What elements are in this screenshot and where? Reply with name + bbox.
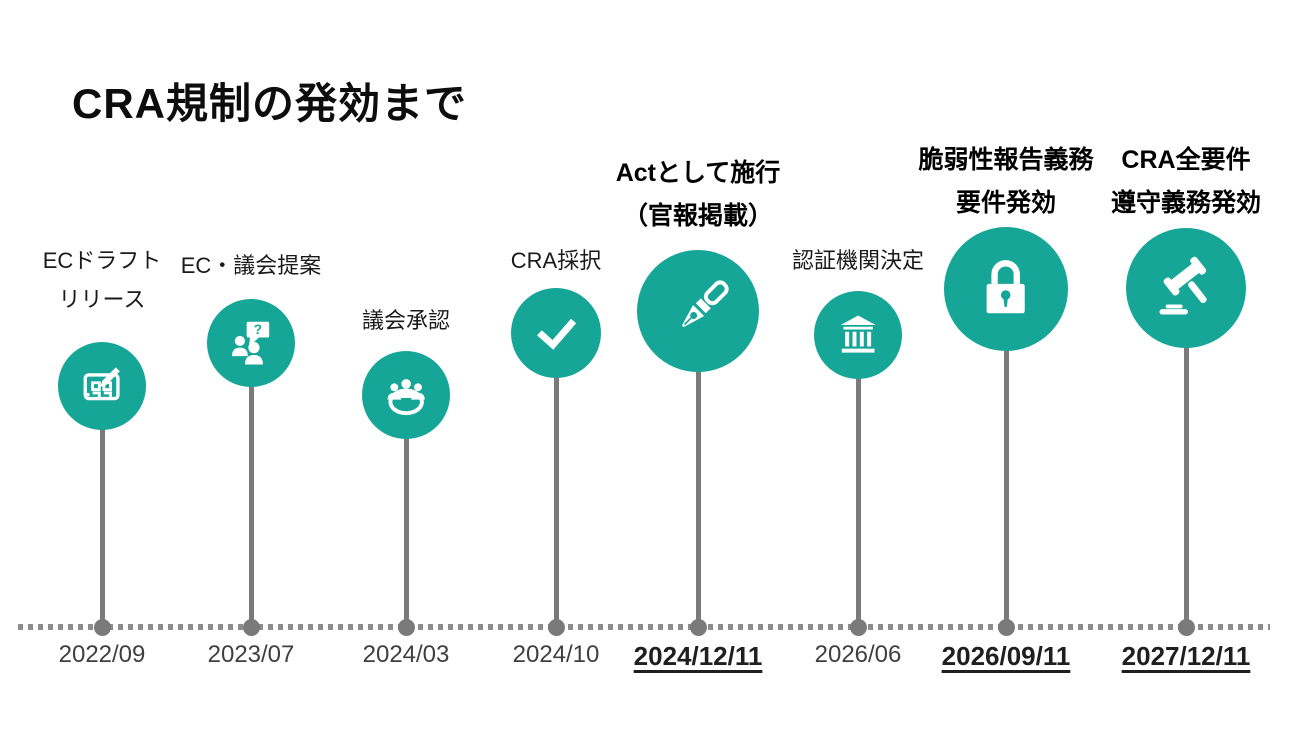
milestone-stem: [695, 368, 701, 627]
milestone-date: 2026/09/11: [941, 641, 1071, 671]
milestone-label-line: 議会承認: [361, 308, 451, 333]
milestone-date: 2024/03: [362, 641, 450, 668]
milestone-label: ECドラフトリリース: [43, 241, 162, 319]
milestone-label-line: 脆弱性報告義務: [918, 146, 1094, 174]
milestone-label: 脆弱性報告義務要件発効: [918, 139, 1093, 225]
gavel-icon: [1126, 228, 1246, 348]
milestone-circle: [814, 291, 902, 379]
milestone-label: 認証機関決定: [792, 241, 924, 280]
meeting-icon: [362, 351, 450, 439]
milestone-circle: [58, 342, 146, 430]
milestone-stem: [99, 426, 105, 627]
milestone-stem: [403, 435, 409, 627]
milestone-label: CRA採択: [511, 241, 601, 280]
milestone-date: 2022/09: [58, 641, 146, 668]
svg-text:?: ?: [254, 322, 262, 337]
milestone-circle: ?: [207, 299, 295, 387]
milestone-circle: [1126, 228, 1246, 348]
milestone-label-line: CRA全要件: [1121, 146, 1251, 174]
milestone-node-dot: [689, 618, 707, 636]
milestone-circle: [511, 288, 601, 378]
page-title: CRA規制の発効まで: [72, 80, 467, 127]
milestone-circle: [637, 250, 759, 372]
milestone-label-line: 遵守義務発効: [1110, 189, 1262, 217]
milestone-label: Actとして施行 （官報掲載）: [616, 152, 781, 238]
fountain-pen-icon: [637, 250, 759, 372]
milestone-label-line: Actとして施行: [615, 159, 781, 187]
milestone-label: 議会承認: [362, 301, 450, 340]
milestone-node-dot: [242, 618, 260, 636]
milestone-label: EC・議会提案: [181, 246, 322, 285]
milestone-date: 2027/12/11: [1121, 641, 1251, 671]
milestone-date: 2024/12/11: [633, 641, 763, 671]
milestone-circle: [362, 351, 450, 439]
milestone-label-line: （官報掲載）: [622, 202, 774, 230]
milestone-date: 2026/06: [814, 641, 902, 668]
milestone-stem: [553, 374, 559, 627]
milestone-node-dot: [997, 618, 1015, 636]
milestone-label-line: CRA採択: [510, 248, 602, 273]
checkmark-icon: [511, 288, 601, 378]
milestone-label-line: 要件発効: [955, 189, 1057, 217]
milestone-node-dot: [1177, 618, 1195, 636]
milestone-node-dot: [547, 618, 565, 636]
milestone-label: CRA全要件遵守義務発効: [1111, 139, 1261, 225]
lock-icon: [944, 227, 1068, 351]
milestone-node-dot: [397, 618, 415, 636]
blueprint-pencil-icon: [58, 342, 146, 430]
discussion-question-icon: ?: [207, 299, 295, 387]
timeline-baseline: [18, 624, 1270, 630]
milestone-stem: [1003, 347, 1009, 627]
milestone-label-line: ECドラフト: [42, 248, 162, 273]
milestone-circle: [944, 227, 1068, 351]
milestone-node-dot: [849, 618, 867, 636]
milestone-label-line: 認証機関決定: [791, 248, 925, 273]
milestone-label-line: リリース: [58, 287, 146, 312]
milestone-stem: [1183, 344, 1189, 627]
milestone-stem: [248, 383, 254, 627]
milestone-node-dot: [93, 618, 111, 636]
milestone-date: 2024/10: [512, 641, 600, 668]
bank-icon: [814, 291, 902, 379]
milestone-date: 2023/07: [207, 641, 295, 668]
milestone-stem: [855, 375, 861, 627]
milestone-label-line: EC・議会提案: [180, 253, 322, 278]
